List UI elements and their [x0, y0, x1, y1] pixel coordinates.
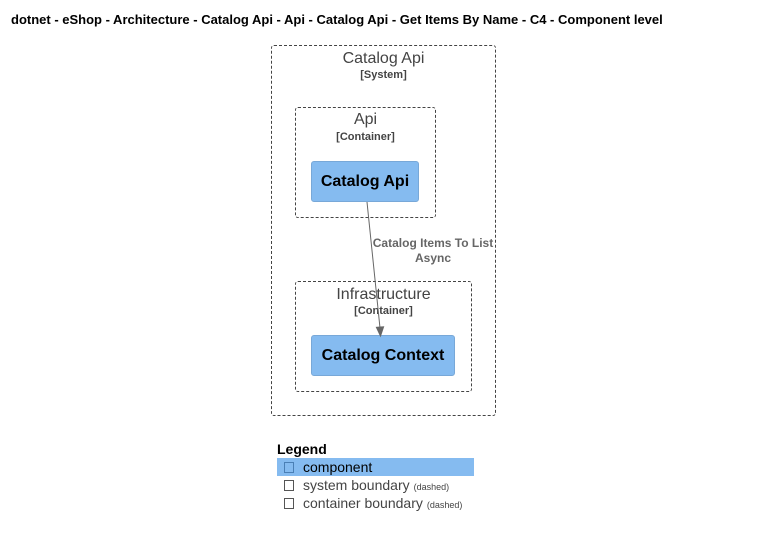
legend-item-component: component: [277, 458, 474, 476]
system-boundary-catalog-api: Catalog Api [System]: [271, 45, 496, 416]
legend-item-label: system boundary: [303, 477, 410, 493]
legend-title: Legend: [277, 441, 327, 457]
container-boundary-name: Api: [353, 111, 378, 128]
legend-item-container-boundary: container boundary (dashed): [277, 494, 474, 512]
relationship-label-line2: Async: [414, 251, 452, 265]
diagram-title: dotnet - eShop - Architecture - Catalog …: [11, 12, 663, 27]
container-boundary-type: [Container]: [336, 131, 395, 143]
legend-item-label: component: [303, 459, 373, 475]
component-catalog-api[interactable]: Catalog Api: [311, 161, 419, 202]
legend-item-note: (dashed): [426, 500, 463, 510]
legend-item-label: container boundary: [303, 495, 423, 511]
legend-item-system-boundary: system boundary (dashed): [277, 476, 474, 494]
system-boundary-type: [System]: [360, 69, 407, 81]
component-swatch-icon: [284, 461, 294, 473]
component-catalog-context[interactable]: Catalog Context: [311, 335, 455, 376]
container-boundary-type: [Container]: [354, 305, 413, 317]
system-boundary-name: Catalog Api: [342, 50, 425, 67]
container-boundary-name: Infrastructure: [336, 286, 431, 303]
system-boundary-swatch-icon: [284, 479, 294, 491]
container-boundary-api: Api [Container]: [295, 107, 436, 218]
legend: Legend component system boundary (dashed…: [277, 441, 474, 512]
container-boundary-swatch-icon: [284, 497, 294, 509]
relationship-label: Catalog Items To List Async: [366, 236, 500, 266]
legend-item-note: (dashed): [413, 482, 450, 492]
relationship-label-line1: Catalog Items To List: [372, 236, 494, 250]
